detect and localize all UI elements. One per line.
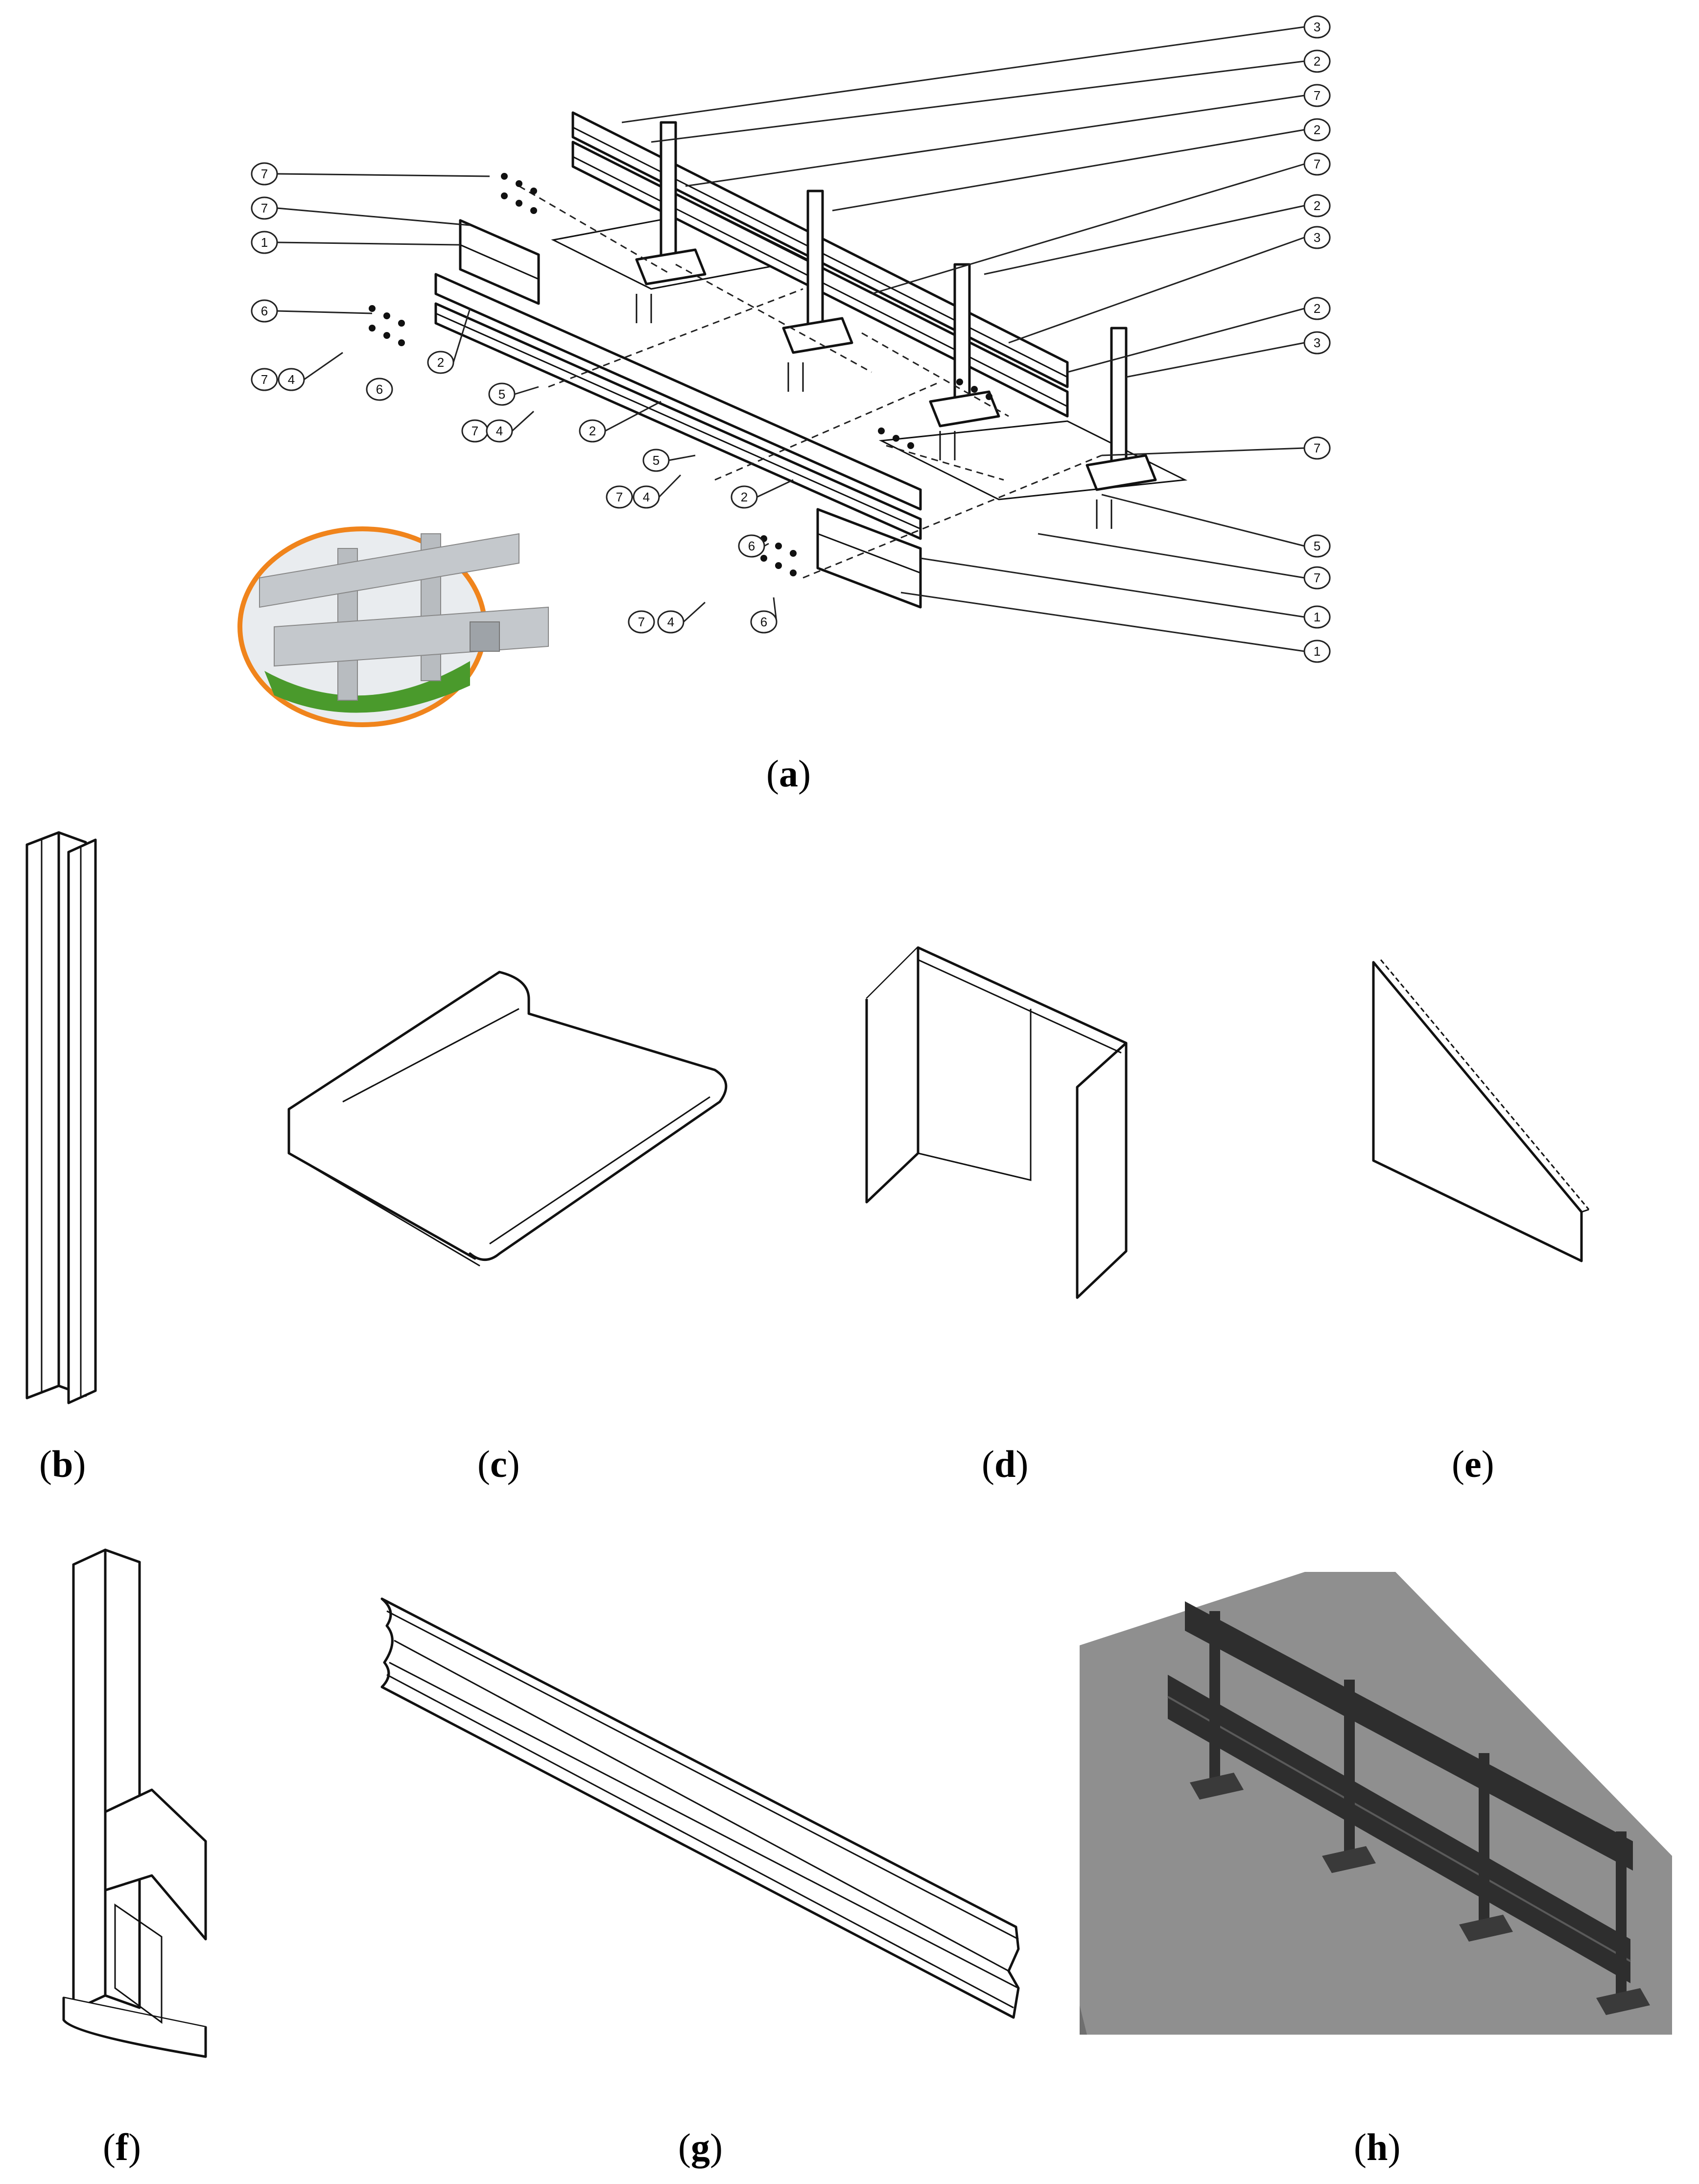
callout-callouts_right-1: 2 <box>651 49 1331 143</box>
callout-label: 4 <box>667 615 674 629</box>
callout-callouts_mid-7: 2 <box>731 479 794 509</box>
callout-label: 2 <box>741 490 748 504</box>
caption-f: (f) <box>103 2126 141 2168</box>
callouts-left: 7 7 1 6 7 4 6 2 <box>251 162 490 401</box>
callout-label: 5 <box>1314 539 1321 553</box>
callout-label: 3 <box>1314 20 1321 34</box>
panel-f-post-assembly <box>62 1548 207 2058</box>
callout-label: 7 <box>1314 570 1321 585</box>
callout-callouts_left-0: 7 <box>251 162 490 186</box>
callout-label: 6 <box>748 539 755 553</box>
panel-h-3d-model <box>1080 1572 1672 2035</box>
callout-callouts_mid-10: 4 <box>657 601 706 634</box>
callout-label: 7 <box>616 490 623 504</box>
callout-callouts_left-7: 2 <box>427 308 471 374</box>
callout-callouts_right-11: 7 <box>1038 533 1331 590</box>
callout-label: 2 <box>437 355 444 370</box>
callout-callouts_mid-9: 7 <box>628 610 655 634</box>
post-1 <box>660 121 677 271</box>
callout-callouts_right-12: 1 <box>920 557 1331 629</box>
caption-h: (h) <box>1354 2126 1401 2168</box>
caption-b: (b) <box>39 1443 86 1485</box>
callout-label: 2 <box>589 424 596 438</box>
callout-label: 1 <box>1314 610 1321 624</box>
callout-callouts_mid-11: 6 <box>750 597 778 634</box>
panel-a-exploded-drawing <box>237 111 1188 727</box>
callout-label: 7 <box>1314 88 1321 103</box>
callout-label: 2 <box>1314 301 1321 316</box>
callout-label: 4 <box>288 372 295 387</box>
callout-label: 6 <box>261 304 268 318</box>
callout-label: 2 <box>1314 198 1321 213</box>
post-3 <box>953 263 971 413</box>
callout-label: 6 <box>376 382 383 397</box>
callout-label: 7 <box>1314 441 1321 455</box>
callout-callouts_mid-6: 4 <box>633 474 682 509</box>
callout-callouts_left-4: 7 <box>251 368 278 391</box>
end-rail-right <box>816 508 922 609</box>
callout-callouts_mid-4: 5 <box>642 449 696 472</box>
post-2 <box>806 190 824 339</box>
callout-label: 7 <box>261 201 268 215</box>
callout-label: 1 <box>1314 644 1321 659</box>
panel-g-rail <box>380 1597 1020 2019</box>
callout-label: 5 <box>653 453 660 468</box>
panel-b-post <box>25 831 97 1404</box>
callout-label: 4 <box>496 424 503 438</box>
callout-label: 7 <box>261 372 268 387</box>
callouts-right: 3 2 7 2 7 2 3 2 3 7 5 7 1 1 <box>621 15 1331 663</box>
callout-callouts_mid-2: 4 <box>486 410 535 443</box>
caption-c: (c) <box>477 1443 520 1485</box>
callout-label: 7 <box>638 615 645 629</box>
callout-callouts_right-3: 2 <box>832 118 1331 212</box>
callout-callouts_right-13: 1 <box>900 592 1331 663</box>
callout-callouts_right-5: 2 <box>984 194 1331 275</box>
callout-callouts_mid-5: 7 <box>606 485 633 509</box>
callout-callouts_mid-3: 2 <box>579 401 661 443</box>
lower-rail-top <box>434 273 922 511</box>
panel-c-base-bracket <box>287 971 728 1267</box>
callout-callouts_right-4: 7 <box>871 152 1331 295</box>
base-plate-right <box>878 420 1188 500</box>
callout-label: 4 <box>643 490 650 504</box>
callout-label: 5 <box>498 387 505 402</box>
panel-d-spacer <box>865 946 1128 1299</box>
caption-d: (d) <box>982 1443 1029 1485</box>
callout-label: 6 <box>760 615 767 629</box>
panel-e-gusset <box>1372 959 1590 1262</box>
callout-callouts_right-2: 7 <box>685 84 1331 187</box>
callout-label: 2 <box>1314 122 1321 137</box>
callout-callouts_mid-8: 6 <box>738 534 769 558</box>
callout-label: 1 <box>261 235 268 250</box>
callout-callouts_right-7: 2 <box>1067 297 1331 373</box>
callout-callouts_right-10: 5 <box>1101 494 1331 558</box>
callout-callouts_right-0: 3 <box>621 15 1331 123</box>
caption-g: (g) <box>678 2126 723 2168</box>
callout-label: 7 <box>472 424 478 438</box>
callout-callouts_mid-1: 7 <box>461 419 489 443</box>
caption-a: (a) <box>766 752 811 795</box>
callout-label: 7 <box>1314 157 1321 171</box>
callout-callouts_mid-0: 5 <box>488 382 539 406</box>
callout-callouts_right-8: 3 <box>1126 331 1331 378</box>
post-4 <box>1110 327 1128 476</box>
caption-e: (e) <box>1452 1443 1494 1485</box>
callout-callouts_left-5: 4 <box>278 352 343 391</box>
callout-label: 2 <box>1314 54 1321 69</box>
callout-callouts_left-2: 1 <box>251 231 461 254</box>
callout-callouts_right-9: 7 <box>1101 436 1331 460</box>
callout-callouts_left-1: 7 <box>251 196 471 226</box>
photo-inset <box>237 526 549 727</box>
callout-callouts_right-6: 3 <box>1008 226 1331 344</box>
callout-label: 3 <box>1314 335 1321 350</box>
callout-label: 7 <box>261 166 268 181</box>
callout-label: 3 <box>1314 230 1321 245</box>
callout-callouts_left-6: 6 <box>366 378 393 401</box>
callout-callouts_left-3: 6 <box>251 299 373 323</box>
callouts-mid: 5 7 4 2 5 7 4 2 6 7 4 6 <box>461 382 794 634</box>
